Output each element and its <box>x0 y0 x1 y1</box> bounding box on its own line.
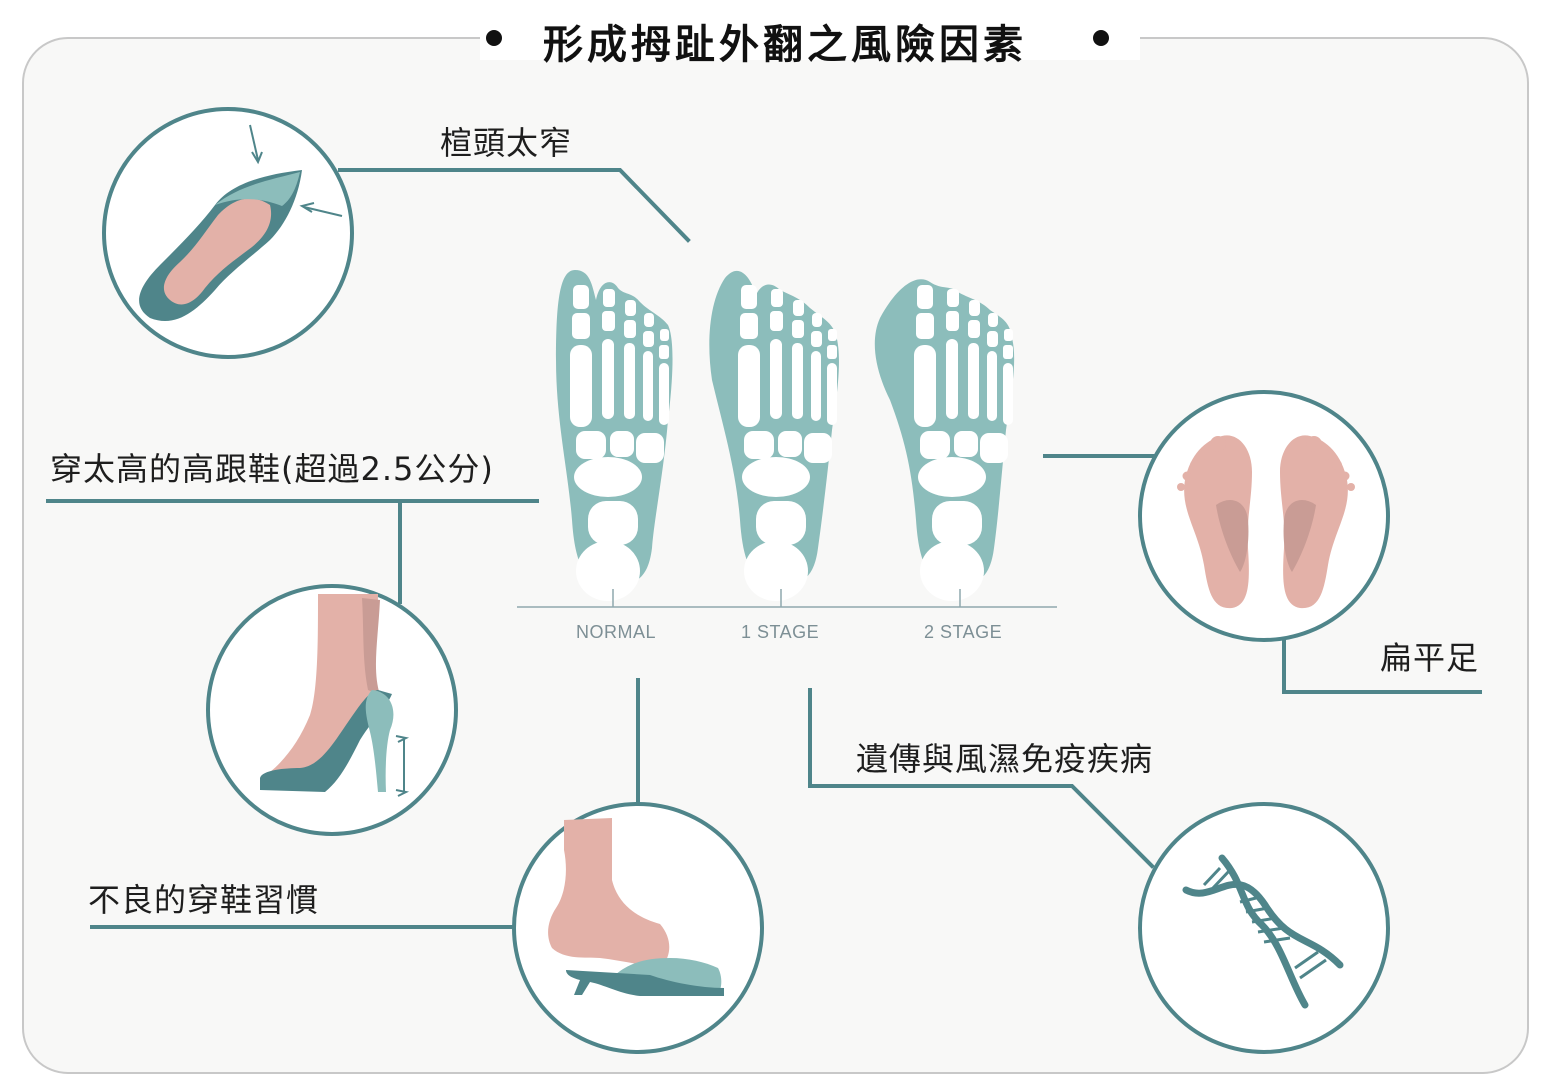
label-bad-habits: 不良的穿鞋習慣 <box>88 881 320 919</box>
connector-lines <box>46 168 1482 929</box>
title-bullet-right <box>1093 30 1109 46</box>
title-bullet-left <box>486 30 502 46</box>
connector-genetics <box>808 688 1155 869</box>
foot-stage-2 <box>874 279 1015 601</box>
narrow-toe-shoe-icon <box>102 107 354 359</box>
dna-icon <box>1138 802 1390 1054</box>
label-flat-feet: 扁平足 <box>1380 639 1480 677</box>
foot-normal <box>556 270 673 601</box>
label-narrow-toe: 楦頭太窄 <box>440 124 573 162</box>
stage-axis <box>517 589 1057 608</box>
stage-label-2: 2 STAGE <box>924 622 1003 642</box>
label-high-heels: 穿太高的高跟鞋(超過2.5公分) <box>50 450 494 488</box>
connector-flat-feet-b <box>1282 638 1482 694</box>
page-title: 形成拇趾外翻之風險因素 <box>543 22 1027 68</box>
connector-narrow-toe <box>338 168 691 243</box>
label-genetics: 遺傳與風濕免疫疾病 <box>856 740 1154 778</box>
stage-label-normal: NORMAL <box>576 622 657 642</box>
title-gap <box>480 20 1140 60</box>
stage-label-1: 1 STAGE <box>741 622 820 642</box>
bad-shoe-habit-icon <box>512 802 764 1054</box>
flat-feet-icon <box>1138 390 1390 642</box>
foot-stage-1 <box>709 270 839 601</box>
high-heel-icon <box>206 584 458 836</box>
